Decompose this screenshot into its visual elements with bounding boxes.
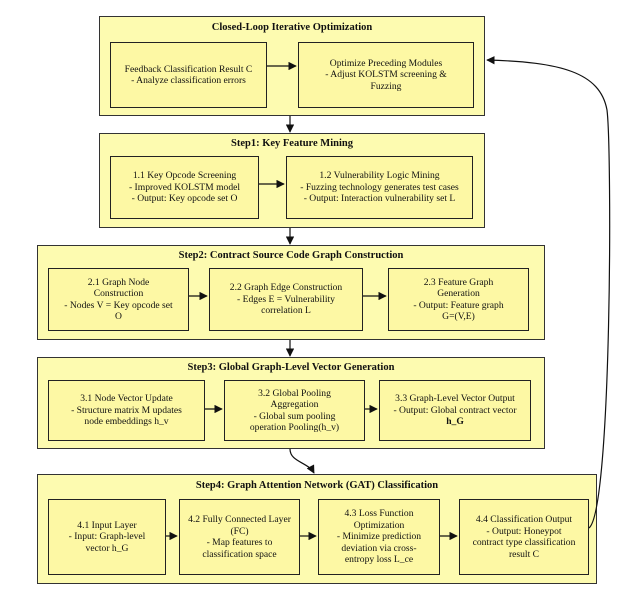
section-title-step1: Step1: Key Feature Mining	[230, 138, 353, 149]
box-feature-graph-generation: 2.3 Feature Graph Generation - Output: F…	[388, 268, 529, 331]
box-line: - Input: Graph-level	[68, 531, 146, 543]
box-line: result C	[508, 548, 540, 560]
box-node-vector-update: 3.1 Node Vector Update - Structure matri…	[48, 380, 205, 441]
box-line: classification space	[202, 548, 277, 560]
box-line: - Analyze classification errors	[131, 75, 246, 86]
box-line: 2.1 Graph Node	[87, 276, 150, 288]
section-closed-loop: Closed-Loop Iterative Optimization Feedb…	[99, 16, 485, 116]
box-line: - Edges E = Vulnerability	[237, 293, 335, 305]
section-step3: Step3: Global Graph-Level Vector Generat…	[37, 357, 545, 449]
box-line: node embeddings h_v	[84, 416, 169, 428]
box-line: - Fuzzing technology generates test case…	[300, 181, 459, 193]
box-line: - Output: Interaction vulnerability set …	[303, 193, 456, 205]
box-line: 4.3 Loss Function	[344, 508, 414, 520]
box-graph-edge-construction: 2.2 Graph Edge Construction - Edges E = …	[209, 268, 363, 331]
box-line: deviation via cross-	[341, 542, 417, 554]
box-line: - Map features to	[206, 537, 273, 548]
box-line: 1.1 Key Opcode Screening	[132, 170, 237, 182]
box-line: Optimize Preceding Modules	[329, 57, 443, 69]
arrow-step3-to-step4	[289, 448, 315, 474]
box-line: 2.2 Graph Edge Construction	[229, 282, 343, 294]
section-title-step2: Step2: Contract Source Code Graph Constr…	[178, 250, 404, 261]
box-line: vector h_G	[85, 542, 129, 554]
box-line: Generation	[437, 288, 480, 299]
box-line: - Output: Key opcode set O	[131, 193, 238, 205]
box-line: correlation L	[261, 305, 311, 317]
box-line: 2.3 Feature Graph	[423, 276, 494, 288]
box-line: 3.3 Graph-Level Vector Output	[395, 393, 515, 405]
section-title-step3: Step3: Global Graph-Level Vector Generat…	[187, 362, 395, 373]
box-line: G=(V,E)	[442, 311, 475, 322]
box-line: 4.1 Input Layer	[77, 519, 137, 531]
box-line: h_G	[446, 416, 464, 428]
box-global-pooling-aggregation: 3.2 Global Pooling Aggregation - Global …	[224, 380, 365, 441]
box-line: - Output: Feature graph	[413, 299, 504, 311]
box-line: - Adjust KOLSTM screening &	[325, 69, 447, 81]
box-vulnerability-logic-mining: 1.2 Vulnerability Logic Mining - Fuzzing…	[286, 156, 473, 219]
box-line: Optimization	[353, 519, 405, 531]
box-line: 1.2 Vulnerability Logic Mining	[319, 170, 440, 182]
box-line: - Global sum pooling	[253, 410, 336, 422]
box-line: Feedback Classification Result C	[124, 63, 253, 75]
box-line: - Output: Global contract vector	[393, 404, 517, 416]
box-line: Construction	[93, 288, 144, 299]
box-line: Fuzzing	[370, 80, 402, 92]
box-line: operation Pooling(h_v)	[249, 422, 340, 433]
section-step4: Step4: Graph Attention Network (GAT) Cla…	[37, 474, 597, 584]
box-line: - Output: Honeypot	[486, 525, 562, 537]
box-graph-level-vector-output: 3.3 Graph-Level Vector Output - Output: …	[379, 380, 531, 441]
box-classification-output: 4.4 Classification Output - Output: Hone…	[459, 499, 589, 575]
section-step2: Step2: Contract Source Code Graph Constr…	[37, 245, 545, 340]
box-line: - Nodes V = Key opcode set	[64, 299, 173, 311]
box-loss-function-optimization: 4.3 Loss Function Optimization - Minimiz…	[318, 499, 440, 575]
box-graph-node-construction: 2.1 Graph Node Construction - Nodes V = …	[48, 268, 189, 331]
box-optimize-modules: Optimize Preceding Modules - Adjust KOLS…	[298, 42, 474, 108]
box-line: - Improved KOLSTM model	[128, 181, 241, 193]
box-line: entropy loss L_ce	[344, 554, 414, 566]
box-line: 3.2 Global Pooling	[258, 387, 331, 399]
box-feedback-classification: Feedback Classification Result C - Analy…	[110, 42, 267, 108]
box-line: 4.4 Classification Output	[475, 514, 573, 525]
box-key-opcode-screening: 1.1 Key Opcode Screening - Improved KOLS…	[110, 156, 259, 219]
box-fully-connected-layer: 4.2 Fully Connected Layer (FC) - Map fea…	[179, 499, 300, 575]
box-input-layer: 4.1 Input Layer - Input: Graph-level vec…	[48, 499, 166, 575]
box-line: Aggregation	[270, 399, 319, 410]
section-title-closed-loop: Closed-Loop Iterative Optimization	[211, 22, 373, 33]
box-line: contract type classification	[472, 537, 576, 548]
box-line: 3.1 Node Vector Update	[80, 393, 173, 405]
section-step1: Step1: Key Feature Mining 1.1 Key Opcode…	[99, 133, 485, 228]
box-line: (FC)	[230, 525, 249, 537]
arrow-feedback-loop	[486, 56, 611, 529]
section-title-step4: Step4: Graph Attention Network (GAT) Cla…	[195, 480, 439, 491]
box-line: O	[115, 311, 122, 322]
box-line: - Minimize prediction	[336, 531, 422, 543]
box-line: - Structure matrix M updates	[71, 404, 182, 416]
box-line: 4.2 Fully Connected Layer	[188, 514, 291, 525]
